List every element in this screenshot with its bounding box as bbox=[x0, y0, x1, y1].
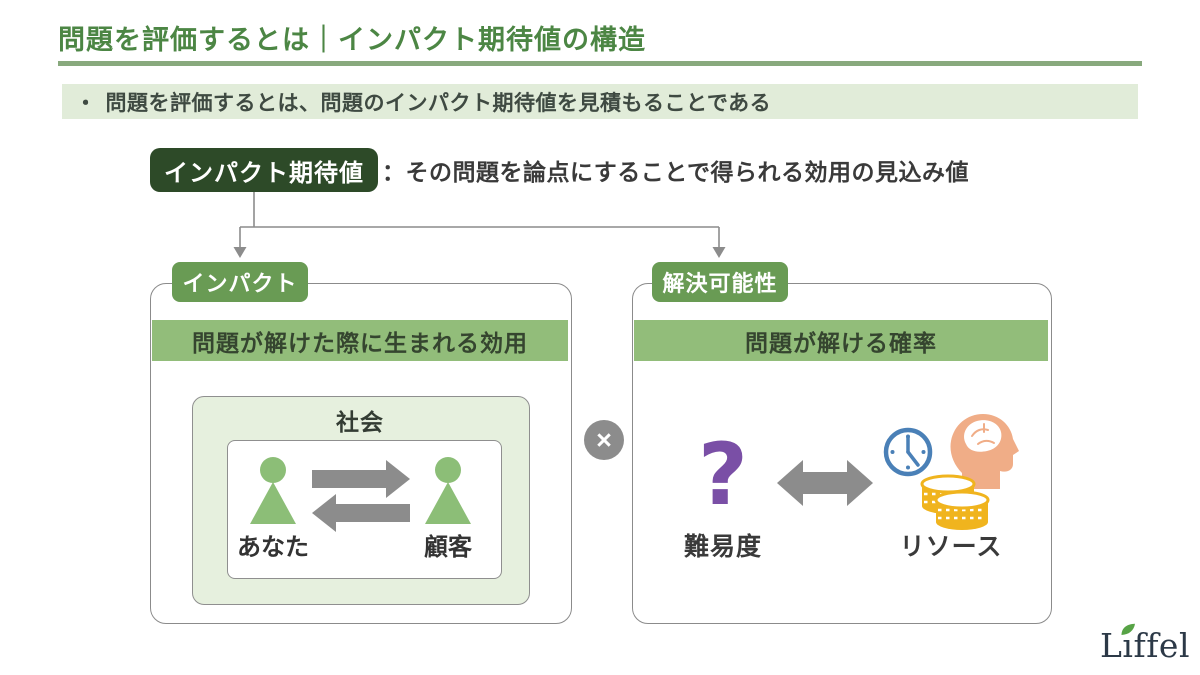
liffel-logo: Lıffel bbox=[1100, 623, 1190, 666]
society-label: 社会 bbox=[336, 409, 384, 435]
impact-header-band: 問題が解けた際に生まれる効用 bbox=[152, 320, 568, 361]
definition-description: ：その問題を論点にすることで得られる効用の見込み値 bbox=[382, 159, 970, 185]
page-title: 問題を評価するとは｜インパクト期待値の構造 bbox=[58, 25, 646, 55]
actor-customer-label: 顧客 bbox=[424, 534, 472, 561]
resources-label: リソース bbox=[899, 533, 1003, 561]
leaf-icon bbox=[1121, 623, 1135, 635]
solvability-tag: 解決可能性 bbox=[652, 262, 788, 302]
definition-term: インパクト期待値 bbox=[164, 159, 364, 187]
actor-you-label: あなた bbox=[237, 534, 309, 561]
solvability-header-band: 問題が解ける確率 bbox=[634, 320, 1048, 361]
key-message-banner: ・ 問題を評価するとは、問題のインパクト期待値を見積もることである bbox=[62, 84, 1138, 119]
multiply-icon: × bbox=[584, 420, 624, 460]
title-underline bbox=[58, 61, 1142, 66]
question-mark-icon: ? bbox=[698, 425, 748, 525]
definition-term-badge: インパクト期待値 bbox=[150, 148, 378, 192]
difficulty-label: 難易度 bbox=[683, 533, 762, 561]
impact-tag: インパクト bbox=[172, 262, 308, 302]
connector-arrows bbox=[239, 192, 720, 249]
logo-text-i: ı bbox=[1122, 626, 1134, 665]
connector-arrowhead-left bbox=[233, 247, 247, 258]
multiply-symbol: × bbox=[596, 424, 612, 455]
logo-text-l: L bbox=[1100, 626, 1123, 665]
bullet-marker: ・ bbox=[75, 91, 97, 115]
connector-arrowhead-right bbox=[712, 247, 726, 258]
logo-text-rest: ffel bbox=[1133, 626, 1190, 665]
key-message-text: 問題を評価するとは、問題のインパクト期待値を見積もることである bbox=[105, 91, 772, 115]
